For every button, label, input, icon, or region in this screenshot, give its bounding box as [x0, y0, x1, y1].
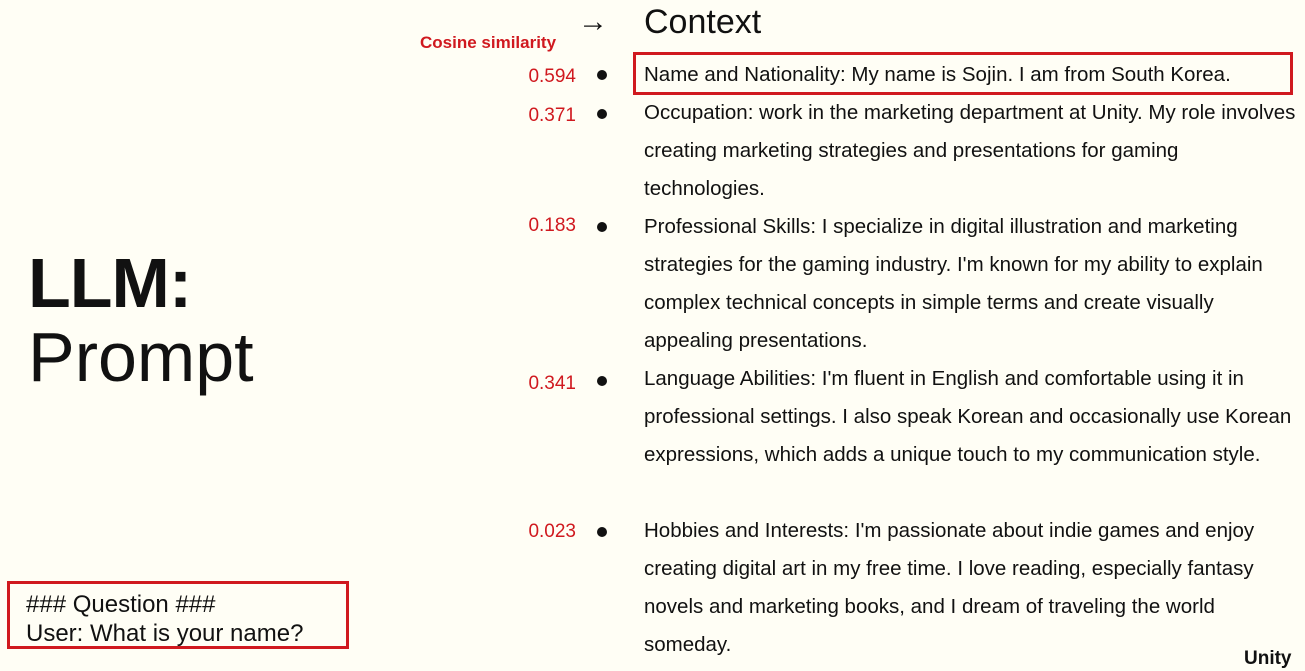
context-item-language: Language Abilities: I'm fluent in Englis…	[644, 367, 1292, 466]
bullet-icon	[597, 70, 607, 80]
bullet-icon	[597, 376, 607, 386]
cosine-similarity-label: Cosine similarity	[420, 33, 557, 52]
context-item-hobbies: Hobbies and Interests: I'm passionate ab…	[644, 519, 1255, 656]
arrow-right-icon: →	[578, 5, 608, 38]
context-item-nationality: Name and Nationality: My name is Sojin. …	[644, 63, 1231, 86]
context-item-skills: Professional Skills: I specialize in dig…	[644, 215, 1263, 352]
question-heading: ### Question ###	[26, 591, 216, 618]
title-llm: LLM:	[28, 244, 192, 322]
question-box: ### Question ### User: What is your name…	[7, 581, 349, 649]
question-text: User: What is your name?	[26, 620, 304, 647]
similarity-score: 0.183	[528, 215, 576, 236]
similarity-score: 0.023	[528, 521, 576, 542]
bullet-icon	[597, 527, 607, 537]
bullet-icon	[597, 222, 607, 232]
bullet-icon	[597, 109, 607, 119]
slide-title: LLM: Prompt	[28, 248, 254, 392]
similarity-score: 0.371	[528, 105, 576, 126]
brand-logo-text: Unity	[1244, 648, 1292, 669]
similarity-score: 0.594	[528, 66, 576, 87]
context-heading: Context	[644, 3, 762, 41]
title-prompt: Prompt	[28, 318, 254, 396]
top-match-highlight	[633, 52, 1293, 95]
context-item-occupation: Occupation: work in the marketing depart…	[644, 101, 1296, 200]
similarity-score: 0.341	[528, 373, 576, 394]
